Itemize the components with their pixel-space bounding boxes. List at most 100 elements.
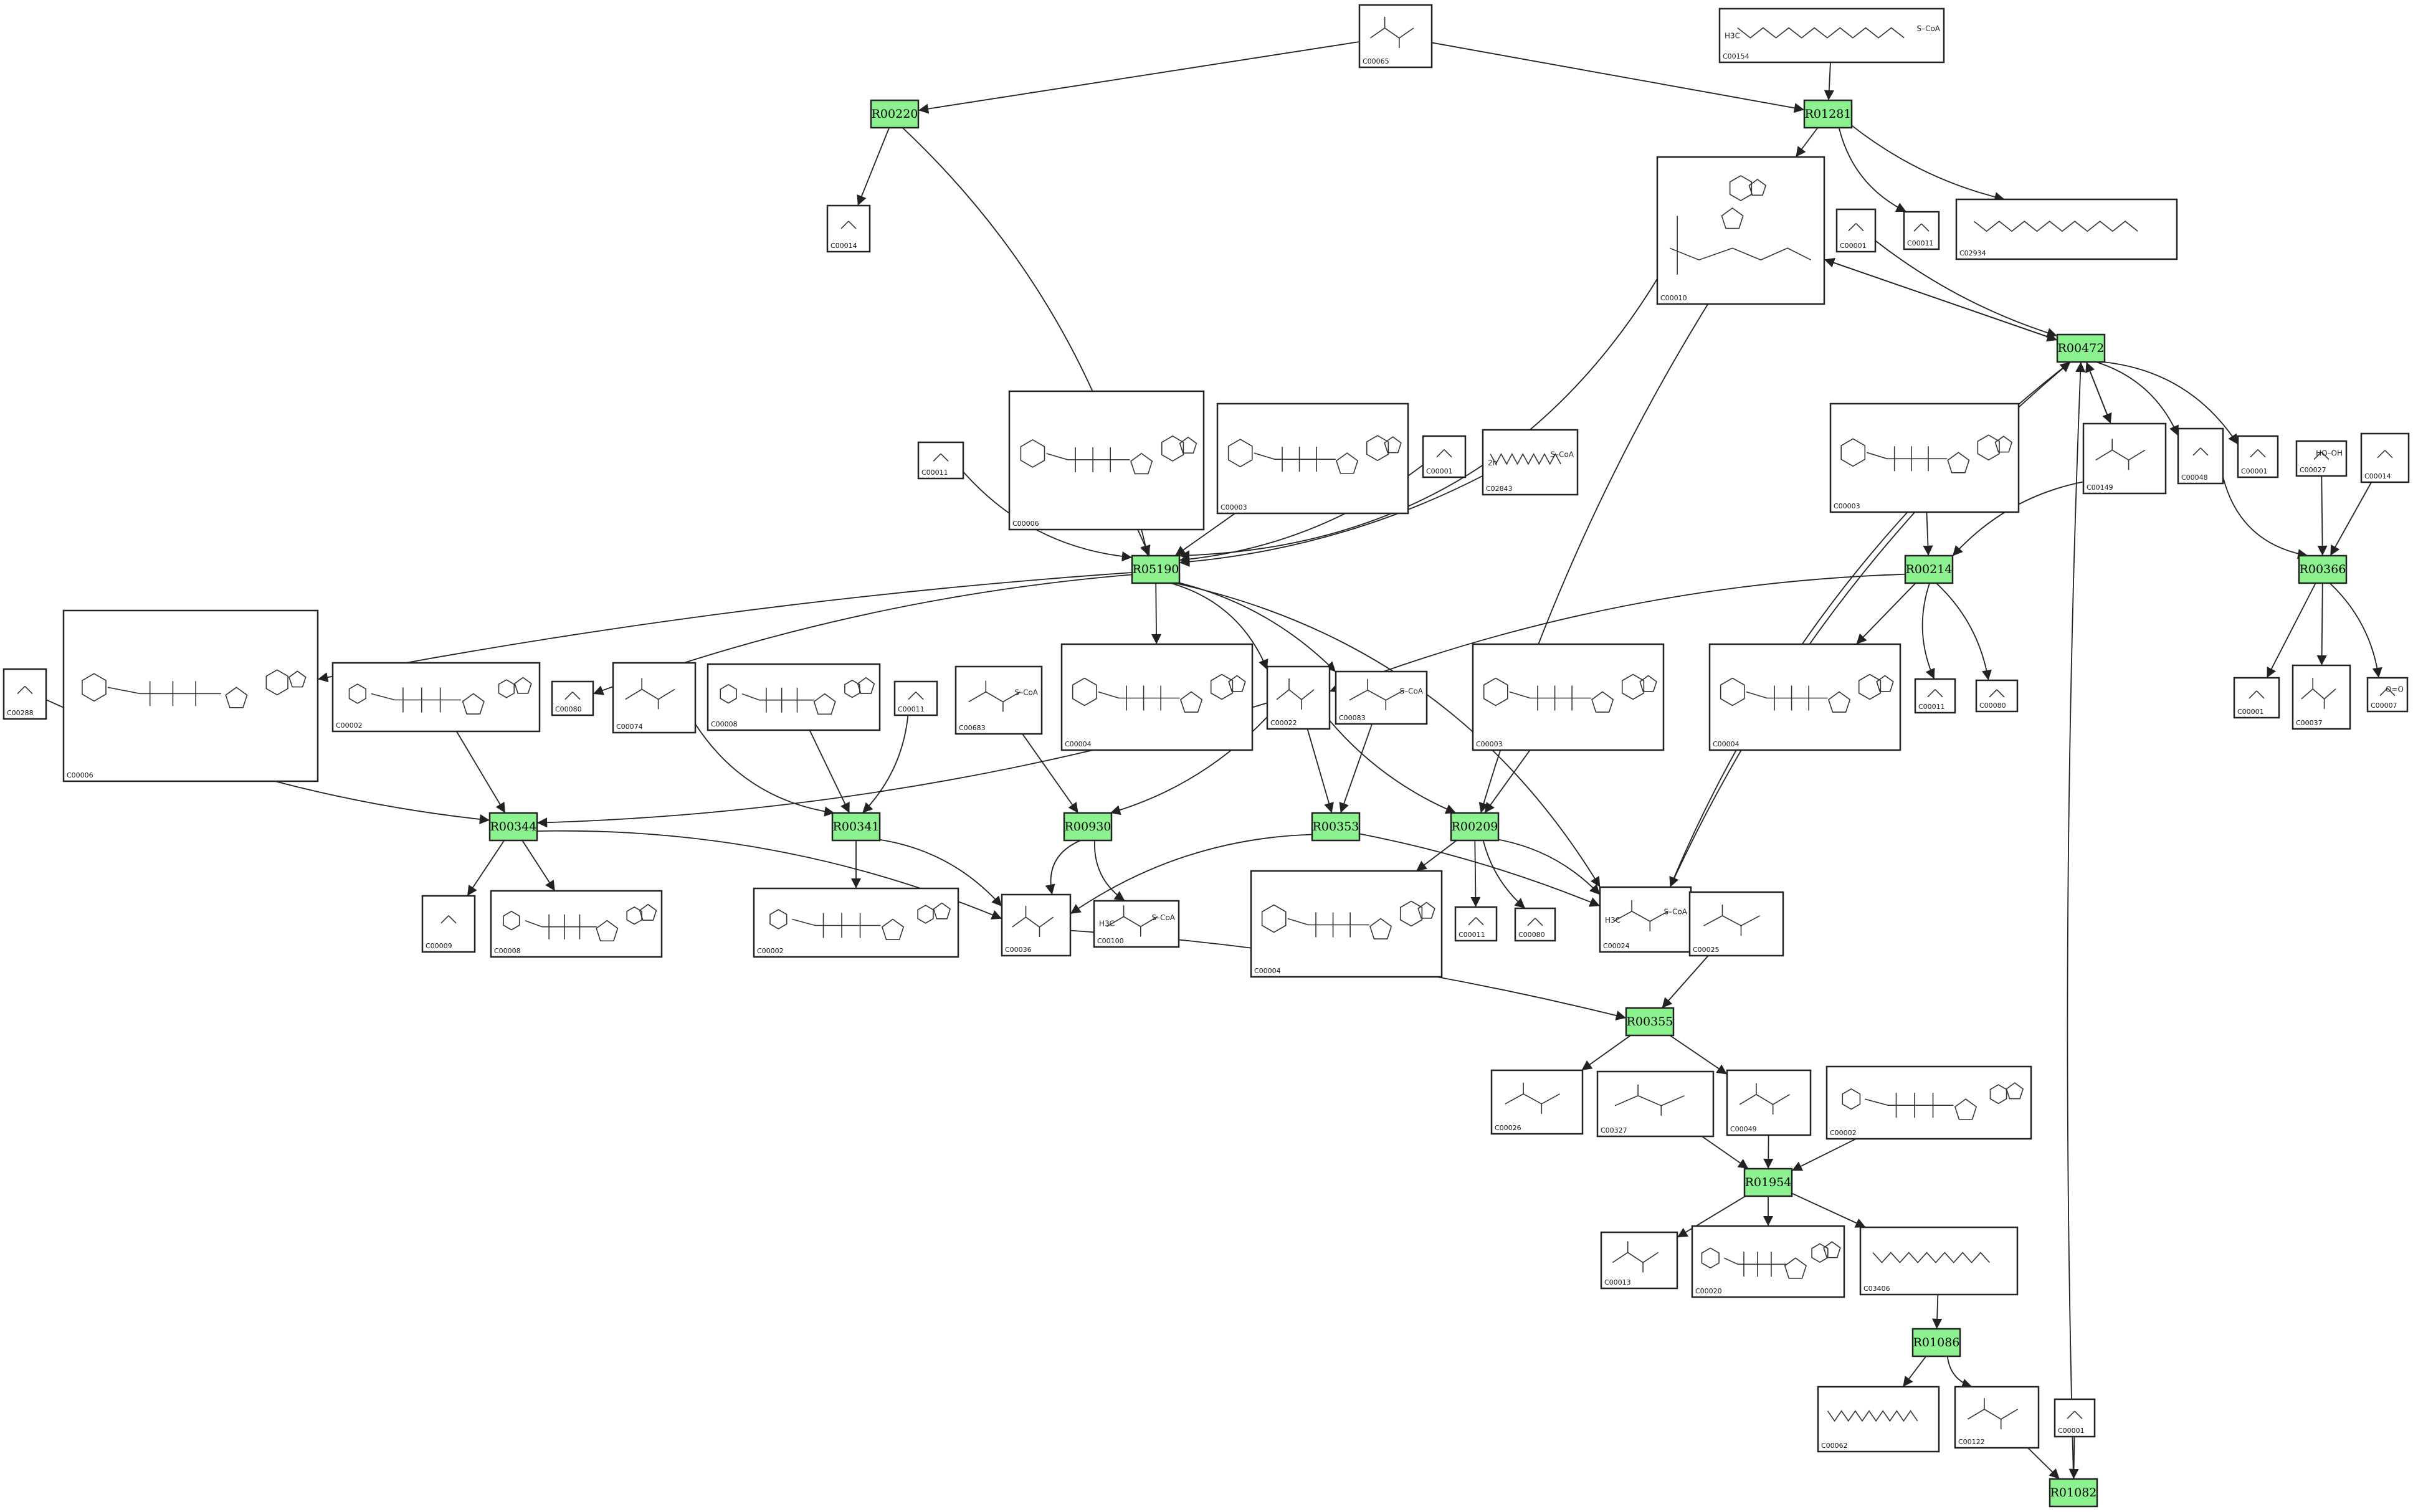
reaction-box[interactable]	[870, 99, 920, 129]
compound-box[interactable]	[1482, 429, 1579, 496]
compound-C00026[interactable]: C00026	[1490, 1069, 1584, 1135]
compound-C02934[interactable]: C02934	[1955, 198, 2178, 260]
compound-C00009[interactable]: C00009	[421, 895, 476, 953]
reaction-R00214[interactable]: R00214	[1904, 554, 1954, 584]
compound-C00149[interactable]: C00149	[2082, 422, 2167, 495]
compound-box[interactable]	[1596, 1070, 1715, 1138]
compound-box[interactable]	[62, 609, 319, 782]
compound-box[interactable]	[1358, 4, 1433, 69]
compound-box[interactable]	[421, 895, 476, 953]
compound-C00065[interactable]: C00065	[1358, 4, 1433, 69]
compound-C00003[interactable]: C00003	[1829, 402, 2020, 513]
compound-C00049[interactable]: C00049	[1726, 1069, 1812, 1136]
reaction-R00472[interactable]: R00472	[2056, 333, 2106, 363]
compound-box[interactable]	[2, 668, 47, 720]
reaction-R05190[interactable]: R05190	[1131, 554, 1181, 584]
compound-C00327[interactable]: C00327	[1596, 1070, 1715, 1138]
compound-C00014[interactable]: C00014	[826, 204, 871, 253]
reaction-box[interactable]	[1450, 812, 1500, 842]
compound-box[interactable]	[1835, 208, 1877, 253]
compound-C00014[interactable]: C00014	[2360, 432, 2410, 483]
compound-box[interactable]	[1514, 907, 1556, 942]
compound-box[interactable]	[1490, 1069, 1584, 1135]
compound-C00080[interactable]: C00080	[551, 680, 594, 716]
reaction-R01086[interactable]: R01086	[1911, 1328, 1961, 1357]
compound-box[interactable]	[1599, 886, 1692, 953]
compound-C00122[interactable]: C00122	[1954, 1386, 2040, 1449]
compound-box[interactable]	[2366, 677, 2409, 713]
compound-C00037[interactable]: C00037	[2292, 664, 2351, 730]
reaction-R00366[interactable]: R00366	[2298, 554, 2348, 584]
compound-C00011[interactable]: C00011	[893, 680, 938, 716]
compound-box[interactable]	[612, 662, 697, 734]
reaction-box[interactable]	[831, 812, 881, 842]
compound-box[interactable]	[917, 441, 964, 480]
reaction-box[interactable]	[1625, 1007, 1675, 1037]
reaction-box[interactable]	[488, 812, 538, 842]
compound-C00010[interactable]: C00010	[1656, 156, 1825, 305]
compound-box[interactable]	[1250, 870, 1443, 978]
reaction-box[interactable]	[1131, 554, 1181, 584]
compound-C00004[interactable]: C00004	[1060, 643, 1254, 751]
compound-C00003[interactable]: C00003	[1216, 402, 1409, 515]
compound-box[interactable]	[1829, 402, 2020, 513]
compound-box[interactable]	[1975, 679, 2019, 713]
compound-box[interactable]	[2292, 664, 2351, 730]
compound-C00011[interactable]: C00011	[1903, 211, 1940, 250]
reaction-box[interactable]	[2056, 333, 2106, 363]
reaction-R00220[interactable]: R00220	[870, 99, 920, 129]
reaction-R00353[interactable]: R00353	[1311, 812, 1361, 842]
compound-box[interactable]	[2233, 677, 2280, 719]
compound-box[interactable]	[2177, 427, 2224, 485]
compound-box[interactable]	[2360, 432, 2410, 483]
compound-box[interactable]	[1422, 435, 1467, 478]
compound-C03406[interactable]: C03406	[1859, 1226, 2019, 1296]
compound-C00288[interactable]: C00288	[2, 668, 47, 720]
compound-C00008[interactable]: C00008	[490, 890, 663, 958]
compound-box[interactable]	[1656, 156, 1825, 305]
compound-box[interactable]	[1454, 906, 1498, 942]
reaction-R01082[interactable]: R01082	[2049, 1478, 2098, 1508]
compound-box[interactable]	[1726, 1069, 1812, 1136]
compound-C00006[interactable]: C00006	[62, 609, 319, 782]
compound-C00080[interactable]: C00080	[1975, 679, 2019, 713]
compound-box[interactable]	[1817, 1386, 1940, 1453]
compound-C00001[interactable]: C00001	[2237, 435, 2279, 478]
reaction-box[interactable]	[1063, 812, 1113, 842]
compound-box[interactable]	[1060, 643, 1254, 751]
compound-box[interactable]	[1914, 678, 1956, 714]
compound-C00001[interactable]: C00001	[1835, 208, 1877, 253]
compound-box[interactable]	[2082, 422, 2167, 495]
compound-C00001[interactable]: C00001	[2054, 1398, 2096, 1438]
compound-C00011[interactable]: C00011	[917, 441, 964, 480]
compound-C00001[interactable]: C00001	[1422, 435, 1467, 478]
compound-box[interactable]	[893, 680, 938, 716]
reaction-box[interactable]	[1311, 812, 1361, 842]
reaction-box[interactable]	[1911, 1328, 1961, 1357]
reaction-R01281[interactable]: R01281	[1803, 99, 1853, 129]
reaction-R00341[interactable]: R00341	[831, 812, 881, 842]
reaction-R00344[interactable]: R00344	[488, 812, 538, 842]
compound-C00001[interactable]: C00001	[2233, 677, 2280, 719]
reaction-box[interactable]	[1743, 1167, 1793, 1197]
compound-box[interactable]	[2237, 435, 2279, 478]
compound-C00022[interactable]: C00022	[1266, 665, 1331, 730]
compound-box[interactable]	[1688, 891, 1784, 957]
compound-C00011[interactable]: C00011	[1454, 906, 1498, 942]
compound-C00013[interactable]: C00013	[1600, 1231, 1678, 1290]
reaction-R00355[interactable]: R00355	[1625, 1007, 1675, 1037]
compound-C00003[interactable]: C00003	[1472, 643, 1665, 751]
compound-box[interactable]	[1859, 1226, 2019, 1296]
compound-box[interactable]	[331, 662, 541, 733]
compound-C00011[interactable]: C00011	[1914, 678, 1956, 714]
compound-C00048[interactable]: C00048	[2177, 427, 2224, 485]
compound-box[interactable]	[753, 887, 959, 958]
reaction-R00930[interactable]: R00930	[1063, 812, 1113, 842]
compound-box[interactable]	[1718, 7, 1945, 64]
